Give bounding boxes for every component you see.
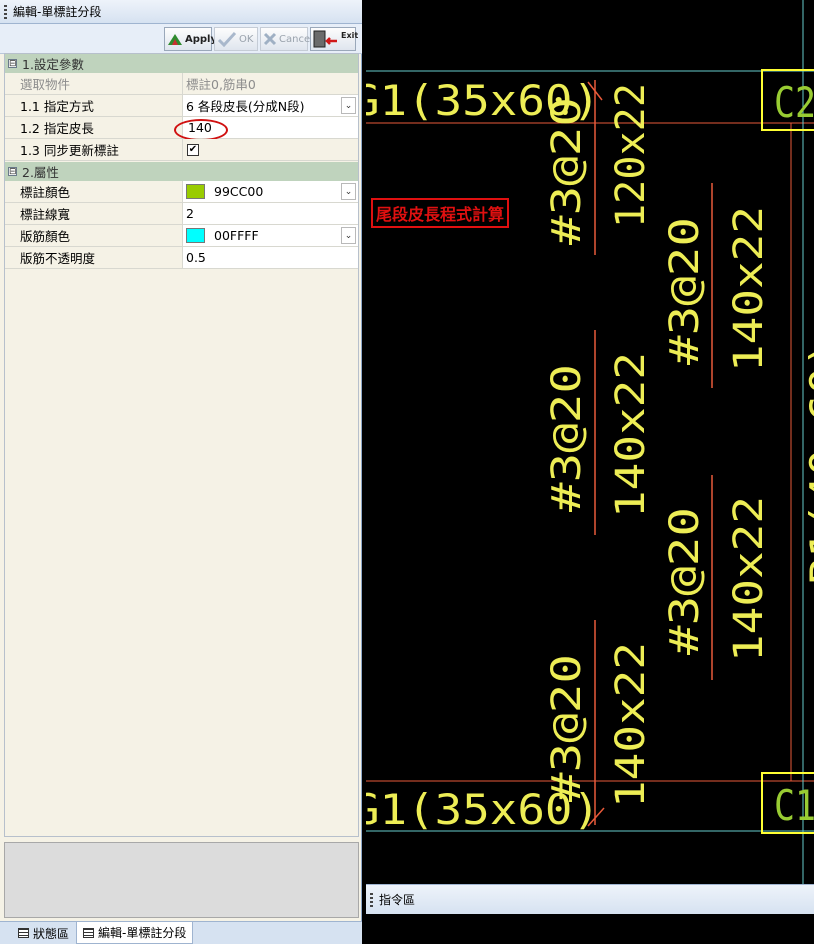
row-length: 1.2 指定皮長 140: [5, 117, 358, 141]
length-label: 1.2 指定皮長: [5, 117, 183, 138]
column-top-label: C2: [774, 78, 814, 127]
cancel-button[interactable]: Cancel: [260, 27, 313, 51]
column-top[interactable]: [761, 69, 814, 131]
cad-canvas[interactable]: C2 C1 G1(35x60) G1(35x60) #3@20 120x22 #…: [366, 0, 814, 884]
row-label-width: 標註線寬 2: [5, 203, 358, 225]
command-area[interactable]: [366, 914, 814, 944]
rebar-spec-2: #3@20: [662, 217, 708, 365]
length-value-wrap: 140: [174, 119, 228, 141]
cancel-label: Cancel: [279, 33, 313, 45]
rebar-tick-5: [587, 807, 605, 827]
rebar-color-swatch: [186, 228, 205, 243]
drawing-svg[interactable]: C2 C1 G1(35x60) G1(35x60) #3@20 120x22 #…: [366, 0, 814, 884]
rebar-color-value: 00FFFF: [214, 228, 259, 243]
select-object-label: 選取物件: [5, 73, 183, 94]
apply-label: Apply: [185, 33, 218, 45]
mode-select[interactable]: 6 各段皮長(分成N段) ⌄: [183, 95, 358, 116]
label-color-select[interactable]: 99CC00 ⌄: [183, 181, 358, 202]
exit-button[interactable]: Exit: [310, 27, 359, 51]
rebar-spec-5: #3@20: [544, 654, 590, 802]
tab-status[interactable]: 狀態區: [12, 922, 75, 944]
chevron-down-icon[interactable]: ⌄: [341, 227, 356, 244]
document-icon: [18, 928, 29, 938]
row-label-color: 標註顏色 99CC00 ⌄: [5, 181, 358, 203]
category-settings-label: 1.設定參數: [22, 57, 84, 72]
highlight-ellipse: [174, 119, 228, 141]
rebar-len-3: 140x22: [608, 352, 654, 518]
annotation-note: 尾段皮長程式計算: [371, 198, 510, 228]
category-settings[interactable]: ⊟ 1.設定參數: [5, 54, 358, 73]
tab-edit-segment-label: 編輯-單標註分段: [98, 926, 187, 940]
row-sync: 1.3 同步更新標註 ✔: [5, 139, 358, 161]
rebar-len-4: 140x22: [726, 496, 772, 662]
panel-title-bar[interactable]: 編輯-單標註分段: [0, 0, 362, 24]
bottom-tab-strip: 狀態區 編輯-單標註分段: [0, 921, 362, 944]
sync-field: ✔: [183, 139, 358, 160]
exit-label: Exit: [341, 30, 359, 40]
rebar-len-5: 140x22: [608, 642, 654, 808]
property-panel: 編輯-單標註分段 Apply OK Cancel Exit: [0, 0, 362, 944]
ok-label: OK: [239, 33, 254, 45]
grip-icon[interactable]: [4, 4, 7, 19]
label-color-value: 99CC00: [214, 184, 264, 199]
rebar-len-2: 140x22: [726, 206, 772, 372]
label-color-swatch: [186, 184, 205, 199]
collapse-icon[interactable]: ⊟: [8, 167, 17, 177]
grip-icon[interactable]: [370, 892, 373, 907]
mode-label: 1.1 指定方式: [5, 95, 183, 116]
chevron-down-icon[interactable]: ⌄: [341, 97, 356, 114]
row-rebar-color: 版筋顏色 00FFFF ⌄: [5, 225, 358, 247]
tab-edit-segment[interactable]: 編輯-單標註分段: [76, 922, 194, 944]
rebar-opacity-label: 版筋不透明度: [5, 247, 183, 268]
check-icon: [217, 31, 237, 47]
rebar-spec-1: #3@20: [544, 97, 590, 245]
label-width-value[interactable]: 2: [183, 203, 358, 224]
side-beam-label: B1(40x60): [801, 340, 814, 585]
apply-icon: [168, 34, 182, 45]
select-object-value: 標註0,筋串0: [183, 73, 358, 94]
tab-status-label: 狀態區: [33, 926, 70, 941]
rebar-tick-1: [587, 81, 603, 101]
category-attributes-label: 2.屬性: [22, 165, 59, 180]
row-select-object: 選取物件 標註0,筋串0: [5, 73, 358, 95]
command-bar-title[interactable]: 指令區: [366, 884, 814, 914]
panel-title: 編輯-單標註分段: [13, 5, 102, 19]
rebar-spec-3: #3@20: [544, 364, 590, 512]
chevron-down-icon[interactable]: ⌄: [341, 183, 356, 200]
description-pane: [4, 842, 359, 918]
sync-label: 1.3 同步更新標註: [5, 139, 183, 160]
beam-bottom-label: G1(35x60): [366, 785, 600, 834]
exit-door-icon: [313, 30, 337, 48]
row-rebar-opacity: 版筋不透明度 0.5: [5, 247, 358, 269]
column-bottom[interactable]: [761, 772, 814, 834]
ok-button[interactable]: OK: [214, 27, 258, 51]
rebar-spec-4: #3@20: [662, 507, 708, 655]
label-color-label: 標註顏色: [5, 181, 183, 202]
document-icon: [83, 927, 94, 938]
rebar-len-1: 120x22: [608, 83, 654, 228]
rebar-opacity-value[interactable]: 0.5: [183, 247, 358, 268]
sync-checkbox[interactable]: ✔: [187, 143, 199, 156]
column-bottom-label: C1: [774, 781, 814, 830]
cross-icon: [263, 32, 277, 46]
label-width-label: 標註線寬: [5, 203, 183, 224]
toolbar: Apply OK Cancel Exit: [0, 24, 362, 54]
category-attributes[interactable]: ⊟ 2.屬性: [5, 162, 358, 181]
collapse-icon[interactable]: ⊟: [8, 59, 17, 69]
rebar-color-select[interactable]: 00FFFF ⌄: [183, 225, 358, 246]
mode-value: 6 各段皮長(分成N段): [186, 99, 305, 114]
length-field[interactable]: 140: [174, 117, 358, 141]
row-mode: 1.1 指定方式 6 各段皮長(分成N段) ⌄: [5, 95, 358, 117]
property-grid: ⊟ 1.設定參數 選取物件 標註0,筋串0 1.1 指定方式 6 各段皮長(分成…: [4, 53, 359, 837]
apply-button[interactable]: Apply: [164, 27, 217, 51]
command-bar-label: 指令區: [379, 893, 416, 907]
rebar-color-label: 版筋顏色: [5, 225, 183, 246]
beam-top-label: G1(35x60): [366, 76, 600, 125]
